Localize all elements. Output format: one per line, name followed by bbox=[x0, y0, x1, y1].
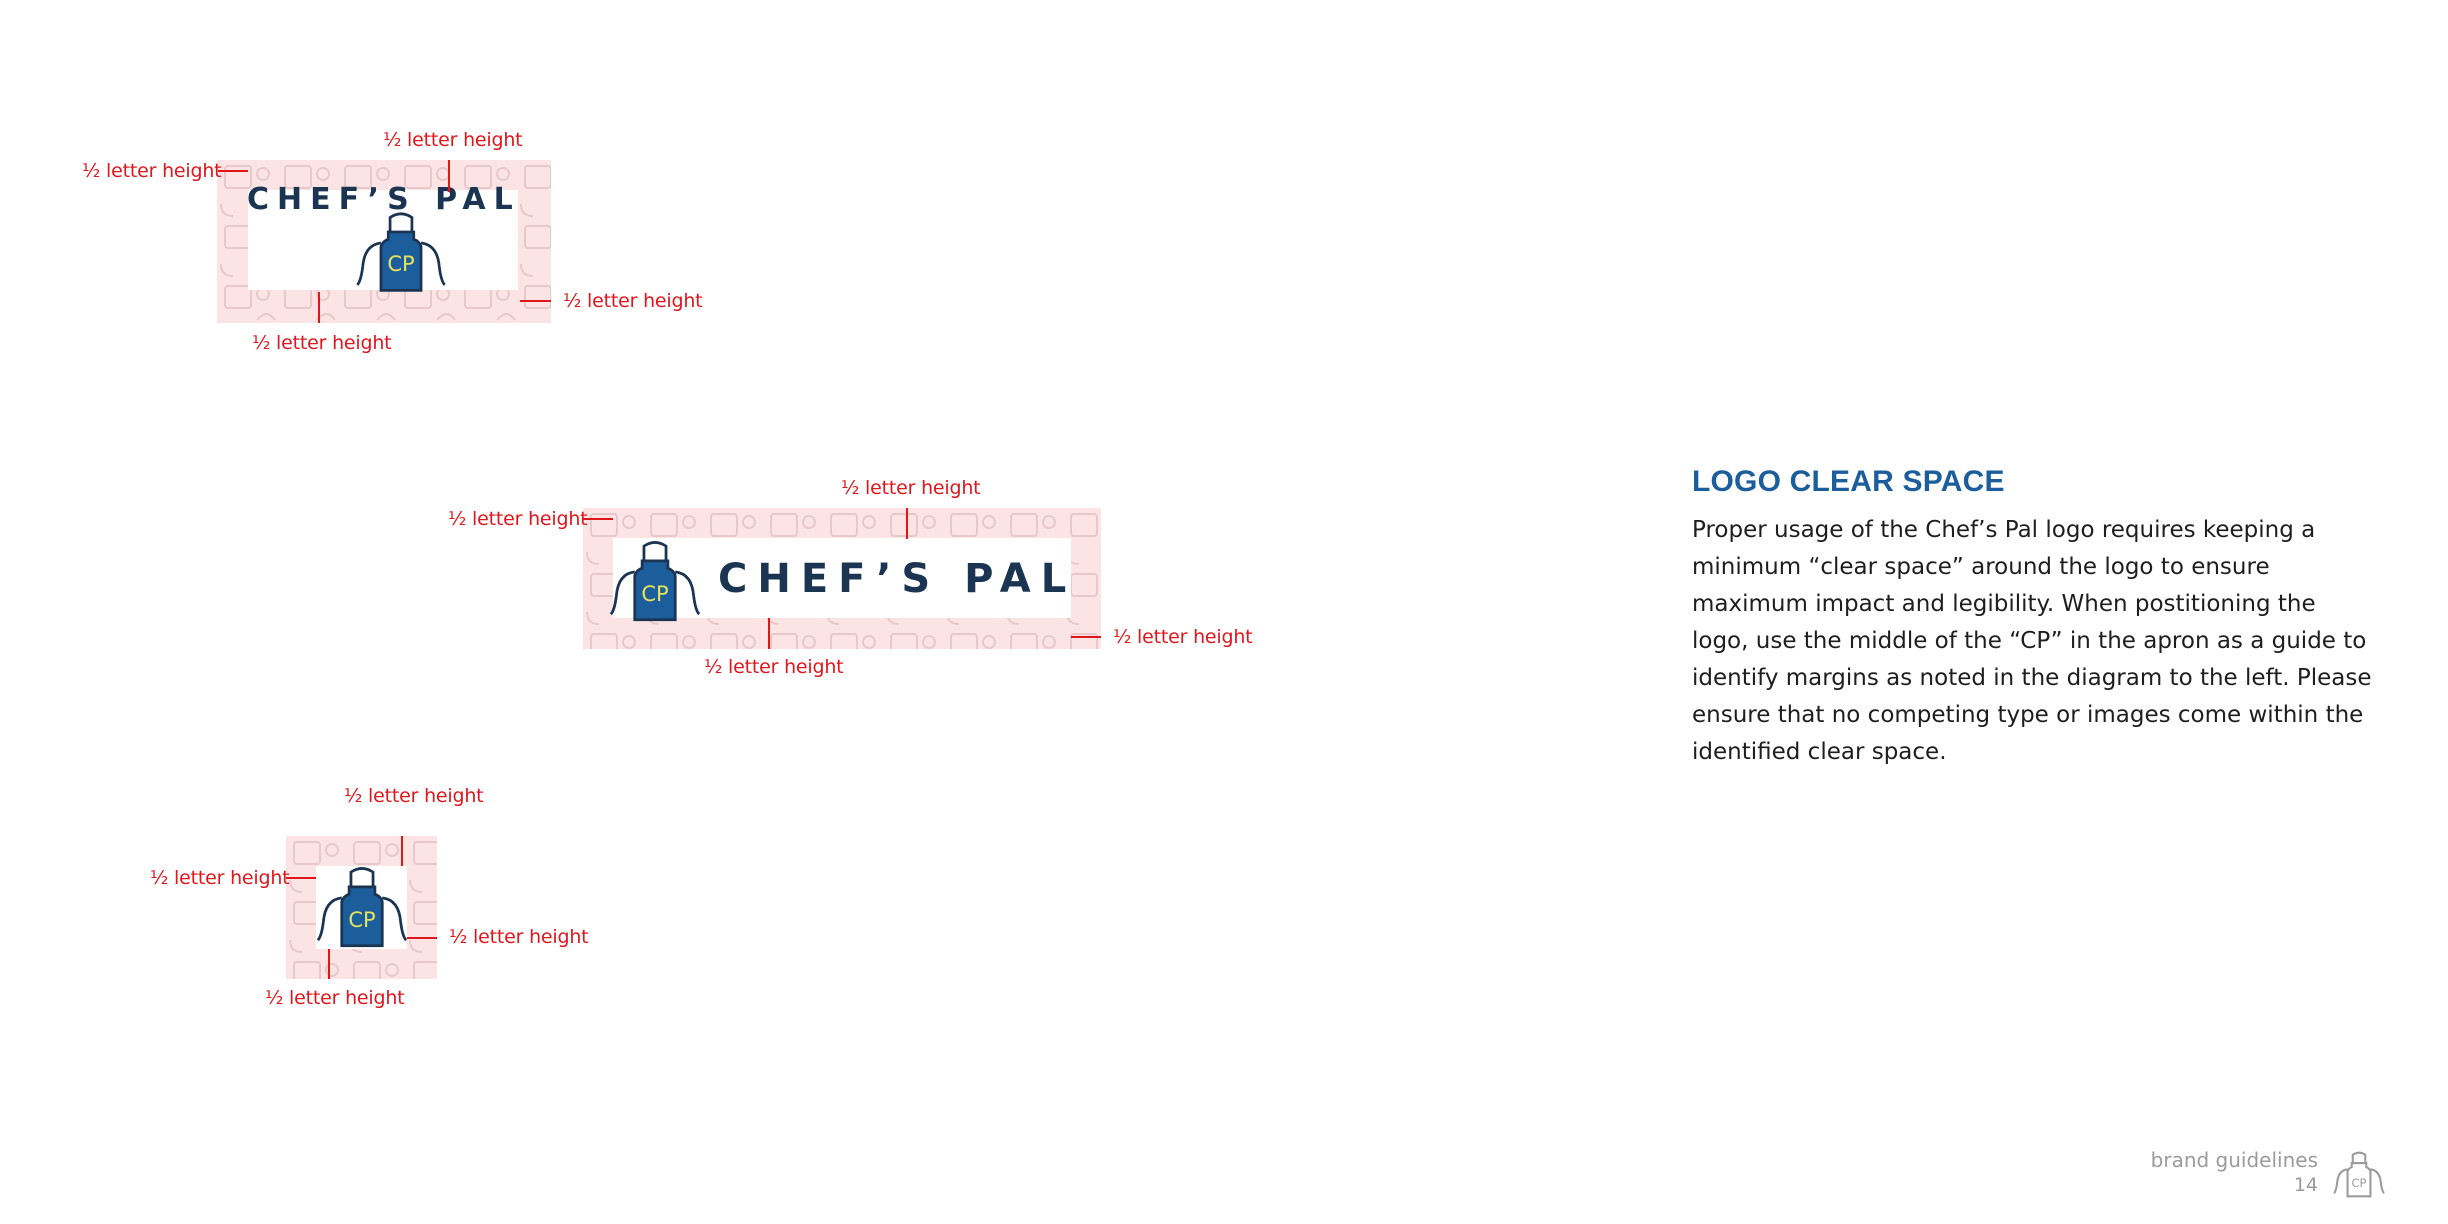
marker-bottom bbox=[768, 618, 770, 649]
apron-icon: CP bbox=[2333, 1150, 2385, 1200]
logo-safe-area bbox=[613, 538, 1071, 618]
marker-right bbox=[407, 937, 437, 939]
wordmark: CHEF’S PAL bbox=[247, 182, 521, 217]
marker-left bbox=[218, 170, 248, 172]
svg-text:CP: CP bbox=[2352, 1176, 2367, 1190]
marker-top bbox=[906, 508, 908, 539]
marker-left bbox=[286, 877, 316, 879]
footer-title: brand guidelines bbox=[2150, 1148, 2318, 1172]
annotation-left: ½ letter height bbox=[150, 867, 290, 889]
marker-top bbox=[401, 836, 403, 866]
annotation-right: ½ letter height bbox=[1113, 626, 1253, 648]
apron-monogram: CP bbox=[348, 908, 376, 932]
marker-left bbox=[583, 518, 613, 520]
annotation-top: ½ letter height bbox=[841, 477, 981, 499]
annotation-right: ½ letter height bbox=[563, 290, 703, 312]
section-heading: LOGO CLEAR SPACE bbox=[1692, 465, 2005, 498]
annotation-right: ½ letter height bbox=[449, 926, 589, 948]
marker-right bbox=[1071, 636, 1101, 638]
apron-logo-icon: CP bbox=[355, 212, 447, 294]
marker-right bbox=[520, 300, 551, 302]
clear-space-zone-stacked: CHEF’S PAL CP bbox=[217, 160, 551, 323]
annotation-top: ½ letter height bbox=[344, 785, 484, 807]
clear-space-zone-icon: CP bbox=[286, 836, 437, 979]
annotation-bottom: ½ letter height bbox=[265, 987, 405, 1009]
apron-monogram: CP bbox=[641, 582, 669, 606]
apron-logo-icon: CP bbox=[316, 866, 408, 950]
annotation-bottom: ½ letter height bbox=[252, 332, 392, 354]
clear-space-description: LOGO CLEAR SPACE Proper usage of the Che… bbox=[1692, 462, 2372, 771]
apron-monogram: CP bbox=[387, 252, 415, 276]
page-number: 14 bbox=[2293, 1174, 2318, 1196]
annotation-left: ½ letter height bbox=[82, 160, 222, 182]
annotation-left: ½ letter height bbox=[448, 508, 588, 530]
apron-logo-icon: CP bbox=[609, 538, 701, 626]
annotation-top: ½ letter height bbox=[383, 129, 523, 151]
wordmark: CHEF’S PAL bbox=[718, 556, 1077, 602]
marker-bottom bbox=[328, 949, 330, 979]
clear-space-zone-horizontal: CP CHEF’S PAL bbox=[583, 508, 1101, 649]
marker-bottom bbox=[318, 292, 320, 323]
marker-top bbox=[448, 160, 450, 192]
section-body: Proper usage of the Chef’s Pal logo requ… bbox=[1692, 517, 2372, 765]
annotation-bottom: ½ letter height bbox=[704, 656, 844, 678]
